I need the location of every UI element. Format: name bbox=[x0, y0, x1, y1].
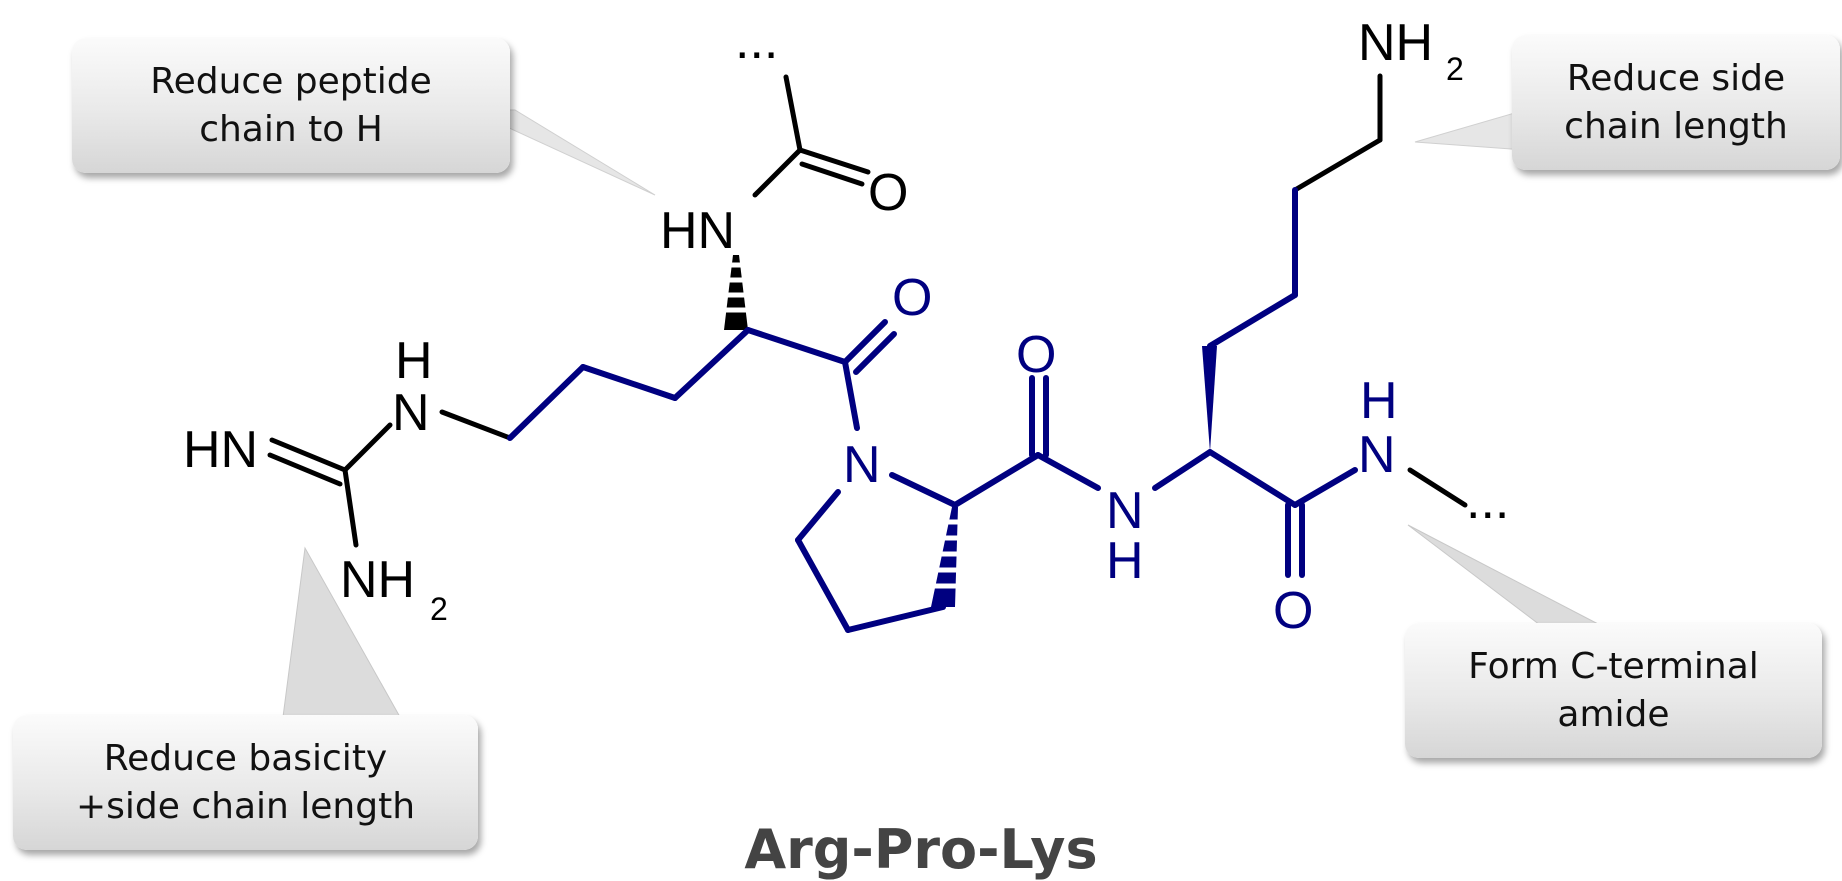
atom-h-amide: H bbox=[1106, 532, 1144, 590]
bond-lys-chain-1 bbox=[1207, 292, 1298, 349]
blue-atom-labels: O N O N H O H N bbox=[843, 269, 1398, 640]
atom-o-arg: O bbox=[892, 269, 932, 327]
bond-arg-chain-3 bbox=[672, 327, 751, 401]
tail-bottom-right bbox=[1407, 524, 1601, 626]
callout-bottom-right: Form C-terminal amide bbox=[1405, 623, 1822, 758]
bond-lys-ca-carbonyl bbox=[1207, 449, 1298, 508]
bond-ca-carbonyl bbox=[745, 327, 848, 365]
callout-bottom-left: Reduce basicity +side chain length bbox=[13, 715, 478, 850]
bond-n-ch2 bbox=[439, 409, 513, 441]
bond-carbonyl-n bbox=[842, 359, 860, 431]
bond-guan-double-a bbox=[269, 437, 348, 473]
atom-n-pro: N bbox=[843, 436, 881, 494]
atom-n-cterm: N bbox=[1358, 426, 1396, 484]
atom-o-pro: O bbox=[1016, 326, 1056, 384]
bond-arg-chain-1 bbox=[507, 364, 586, 441]
tail-top-right bbox=[1414, 109, 1526, 151]
bond-lys-carbonyl-nh bbox=[1292, 467, 1358, 508]
bond-nh-lys-ca bbox=[1152, 449, 1213, 491]
bond-pro-ca-carbonyl bbox=[952, 452, 1041, 508]
bond-guan-nh2 bbox=[342, 467, 359, 548]
bond-pro-c5-c4 bbox=[795, 537, 851, 633]
ellipsis-right: ... bbox=[1466, 472, 1509, 530]
bond-arg-chain-2 bbox=[580, 364, 678, 401]
bond-pro-carbonyl-nh bbox=[1035, 452, 1101, 491]
bond-pro-n-ca bbox=[889, 472, 958, 508]
ellipsis-top: ... bbox=[735, 12, 778, 70]
atom-nh-lys: NH bbox=[1358, 14, 1433, 72]
atom-hn-arg: HN bbox=[660, 202, 735, 260]
blue-bonds bbox=[507, 187, 1358, 633]
black-atom-labels: ... O HN H N HN NH 2 NH 2 ... bbox=[183, 12, 1509, 627]
bond-pro-n-c5 bbox=[795, 489, 841, 543]
diagram-stage: ... O HN H N HN NH 2 NH 2 ... O N O N H … bbox=[13, 12, 1840, 881]
bond-n-cguan bbox=[342, 422, 393, 473]
atom-n-amide: N bbox=[1106, 482, 1144, 540]
molecule-structure: ... O HN H N HN NH 2 NH 2 ... O N O N H … bbox=[183, 12, 1601, 718]
bond-acyl-methyl bbox=[783, 74, 803, 153]
atom-h-guan: H bbox=[395, 332, 433, 390]
bond-pro-c4-c3 bbox=[845, 604, 946, 633]
wedge-lys bbox=[1202, 346, 1217, 452]
callout-tails bbox=[282, 109, 1601, 718]
bond-arg-co-double-b bbox=[853, 331, 897, 375]
callout-top-left: Reduce peptide chain to H bbox=[72, 38, 510, 173]
bond-arg-co-double-a bbox=[842, 319, 888, 365]
bond-guan-double-b bbox=[267, 452, 343, 487]
atom-nh-guan-amine: NH bbox=[340, 551, 415, 609]
atom-nh-lys-sub: 2 bbox=[1446, 51, 1464, 87]
atom-n-guan: N bbox=[392, 384, 430, 442]
diagram-title: Arg-Pro-Lys bbox=[744, 818, 1098, 881]
atom-o-acyl: O bbox=[868, 164, 908, 222]
bond-co-double-a bbox=[797, 147, 871, 175]
atom-h-cterm: H bbox=[1360, 372, 1398, 430]
atom-hn-imine: HN bbox=[183, 421, 258, 479]
atom-o-lys: O bbox=[1273, 582, 1313, 640]
bond-co-double-b bbox=[799, 161, 865, 187]
bond-lys-chain-black bbox=[1292, 137, 1383, 193]
hashed-wedge-pro bbox=[931, 507, 958, 607]
callout-top-right: Reduce side chain length bbox=[1512, 35, 1840, 170]
black-bonds bbox=[267, 73, 1468, 548]
bond-c-nh bbox=[752, 147, 803, 198]
atom-nh-guan-sub: 2 bbox=[430, 591, 448, 627]
bond-amide-n-ext bbox=[1407, 467, 1468, 508]
